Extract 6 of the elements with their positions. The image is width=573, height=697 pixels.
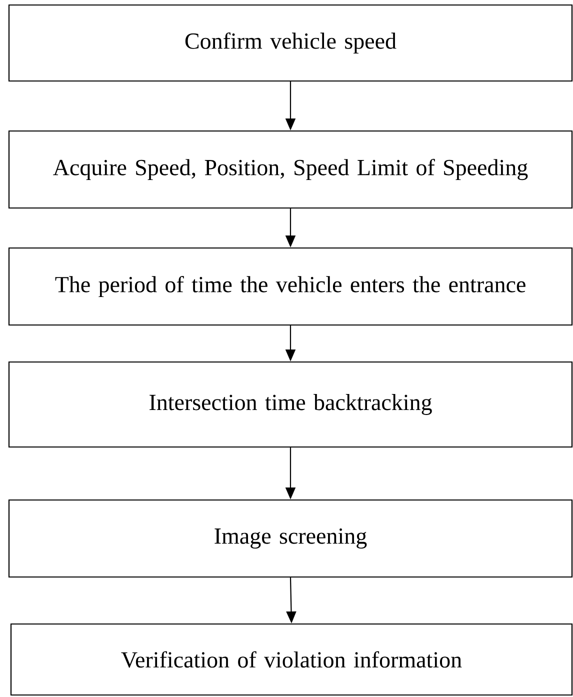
process-box: Acquire Speed, Position, Speed Limit of Speeding	[8, 130, 573, 209]
process-box: Intersection time backtracking	[8, 361, 573, 448]
process-box: Image screening	[8, 499, 573, 578]
process-box: Confirm vehicle speed	[8, 4, 573, 82]
process-box: Verification of violation information	[10, 623, 573, 696]
process-box: The period of time the vehicle enters the entrance	[8, 247, 573, 326]
